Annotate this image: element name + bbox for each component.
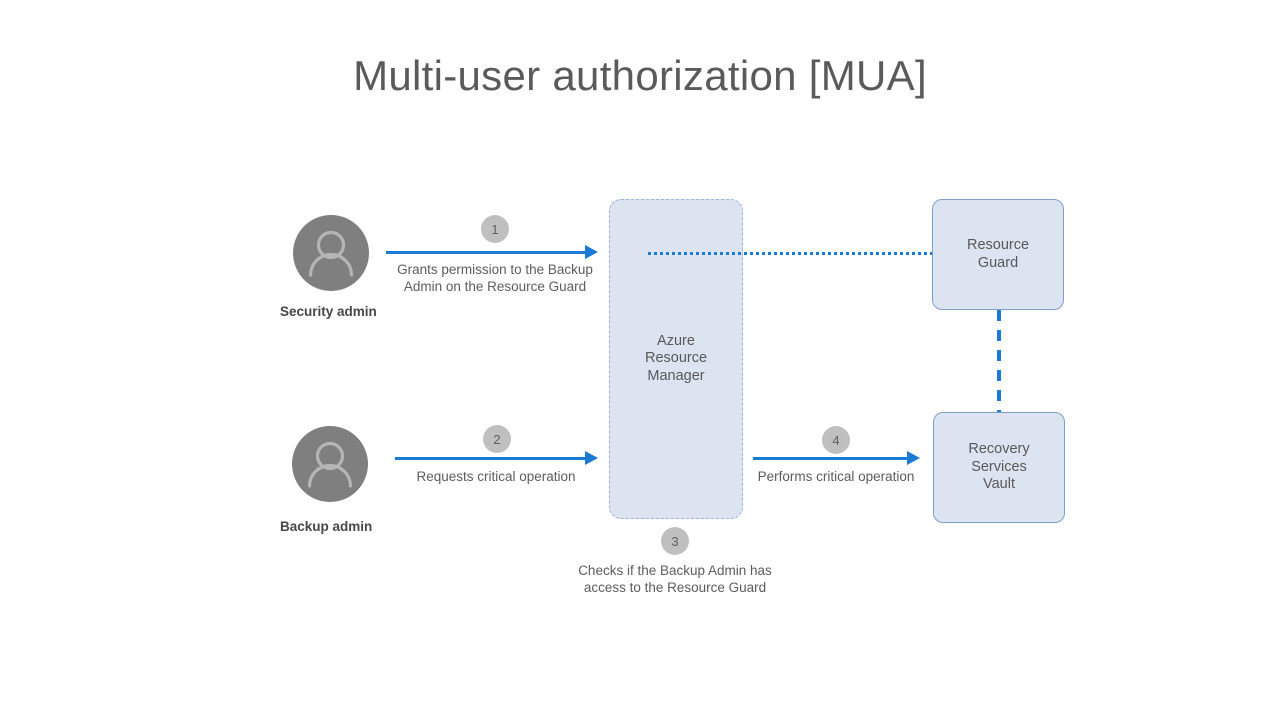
person-avatar-icon: [307, 441, 353, 488]
node-label-resource-guard: Resource Guard: [966, 237, 1030, 271]
arrow-head-step-2: [585, 451, 598, 465]
node-azure-resource-manager[interactable]: Azure Resource Manager: [609, 199, 743, 519]
node-label-recovery-services-vault: Recovery Services Vault: [968, 441, 1030, 493]
arrow-step-2: [395, 457, 586, 460]
avatar-backup-admin: [292, 426, 368, 502]
step-caption-1: Grants permission to the Backup Admin on…: [397, 262, 593, 294]
role-label-backup-admin: Backup admin: [280, 519, 373, 534]
node-label-azure-resource-manager: Azure Resource Manager: [644, 332, 708, 384]
step-caption-2: Requests critical operation: [416, 469, 576, 484]
connector-resource-guard-to-vault: [997, 310, 1001, 412]
page-title: Multi-user authorization [MUA]: [353, 52, 927, 99]
step-caption-3: Checks if the Backup Admin has access to…: [578, 563, 772, 595]
step-badge-1: 1: [481, 215, 509, 243]
person-avatar-icon: [308, 230, 354, 277]
node-resource-guard[interactable]: Resource Guard: [932, 199, 1064, 310]
role-label-security-admin: Security admin: [280, 304, 377, 319]
arrow-head-step-4: [907, 451, 920, 465]
step-badge-2: 2: [483, 425, 511, 453]
arrow-step-1: [386, 251, 586, 254]
step-badge-4: 4: [822, 426, 850, 454]
step-caption-4: Performs critical operation: [757, 469, 915, 484]
connector-arm-to-resource-guard: [648, 252, 932, 255]
arrow-head-step-1: [585, 245, 598, 259]
arrow-step-4: [753, 457, 908, 460]
node-recovery-services-vault[interactable]: Recovery Services Vault: [933, 412, 1065, 523]
step-badge-3: 3: [661, 527, 689, 555]
avatar-security-admin: [293, 215, 369, 291]
